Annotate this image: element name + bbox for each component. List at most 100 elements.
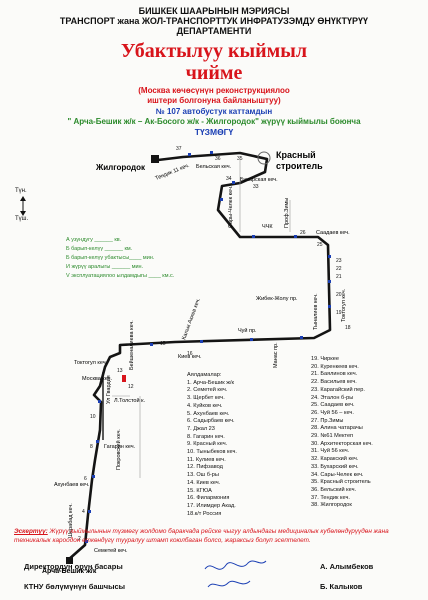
stop-marker bbox=[328, 305, 331, 308]
stop-marker bbox=[300, 336, 303, 339]
zhilgorodok-terminal-icon bbox=[151, 155, 159, 163]
label-zhilgorodok: Жилгородок bbox=[95, 163, 146, 172]
stop-item: 31. Чуй 56 кеч. bbox=[311, 448, 350, 455]
route-line-1: № 107 автобустук каттамдын bbox=[155, 107, 273, 116]
stop-number-label: 10 bbox=[90, 414, 96, 420]
label-krasny-2: строитель bbox=[276, 161, 323, 171]
route-line-2: " Арча-Бешик ж/к – Ак-Босого ж/к - Жилго… bbox=[67, 117, 361, 126]
stop-number-label: 34 bbox=[226, 176, 232, 182]
stop-item: 15. КГЮА bbox=[187, 487, 212, 494]
stop-number-label: 13 bbox=[117, 368, 123, 374]
stop-number-label: 2 bbox=[78, 536, 81, 542]
stop-item: 32. Каракский кеч. bbox=[311, 456, 359, 463]
label-archa-beshik: Арча-Бешик ж/к bbox=[42, 568, 97, 575]
stat-length: А узундугу ______ кв. bbox=[66, 237, 122, 243]
stop-number-label: 15 bbox=[160, 341, 166, 347]
stop-number-label: 22 bbox=[336, 266, 342, 272]
stop-marker bbox=[188, 153, 191, 156]
stop-item: 16. Филармония bbox=[187, 495, 230, 502]
label-kiev: Киев кеч. bbox=[178, 354, 202, 360]
note-text: Жүрүү кыймылынын түзмөгү жолдомо баракча… bbox=[14, 528, 389, 544]
stop-number-label: 35 bbox=[237, 156, 243, 162]
route-line-3: ТҮЗМӨГҮ bbox=[194, 127, 234, 137]
stop-marker bbox=[85, 540, 88, 543]
stop-number-label: 21 bbox=[336, 274, 342, 280]
compass-arrow-icon bbox=[20, 196, 26, 216]
stop-marker bbox=[252, 235, 255, 238]
stop-numbers: 37 36 35 34 33 26 25 23 22 21 20 19 18 1… bbox=[78, 146, 351, 542]
stop-item: 21. Баялинов кеч. bbox=[311, 371, 358, 378]
stop-item: 17. Илимдер Акад. bbox=[187, 502, 236, 509]
stop-number-label: 20 bbox=[336, 292, 342, 298]
stop-marker bbox=[328, 255, 331, 258]
stop-item: 26. Чуй 56 – кеч. bbox=[311, 409, 354, 416]
stops-list-left: Аялдамалар: 1. Арча-Бешик ж/к 2. Семетей… bbox=[187, 372, 237, 518]
label-sherabad: Шерабад кеч. bbox=[68, 503, 74, 538]
stop-item: 1. Арча-Бешик ж/к bbox=[187, 379, 234, 386]
label-sary-chelek: Сары-Челек кеч. bbox=[228, 185, 234, 228]
stat-roundtrip-distance: Б барып-келүү ______ км. bbox=[66, 246, 133, 252]
label-manas: Манас пр. bbox=[273, 342, 279, 368]
stop-number-label: 37 bbox=[176, 146, 182, 152]
stat-operating-speed: V эксплуатациялоо ылдамдыгы ____ км.с. bbox=[66, 273, 175, 279]
stop-marker bbox=[328, 280, 331, 283]
label-bukharskaya: Бухарская кеч. bbox=[240, 177, 278, 183]
stop-item: 11. Кулиев кеч. bbox=[187, 456, 226, 463]
note-block: Эскертүү: Жүрүү кыймылынын түзмөгү жолдо… bbox=[14, 527, 418, 545]
signature-name-2: Б. Калыков bbox=[320, 582, 363, 591]
stop-marker bbox=[150, 343, 153, 346]
stops-title: Аялдамалар: bbox=[187, 372, 222, 378]
stop-item: 36. Бельский кеч. bbox=[311, 486, 357, 493]
note-label: Эскертүү: bbox=[14, 528, 48, 535]
stop-marker bbox=[232, 181, 235, 184]
subtitle-line-2: иштери болгонуна байланыштуу) bbox=[147, 96, 281, 105]
stop-number-label: 25 bbox=[317, 242, 323, 248]
label-moskva: Москва кеч. bbox=[82, 376, 113, 382]
label-beishenalieva: Бейшеналиева кеч. bbox=[128, 320, 135, 370]
stop-number-label: 23 bbox=[336, 258, 342, 264]
stop-item: 33. Бухарский кеч. bbox=[311, 463, 359, 470]
header-line-3: ДЕПАРТАМЕНТИ bbox=[176, 26, 252, 36]
stop-marker bbox=[200, 340, 203, 343]
label-pokrovskaya: Покровский кеч. bbox=[115, 429, 122, 470]
stop-item: 37. Тендик кеч. bbox=[311, 494, 350, 501]
stat-roundtrip-time: Б барып-келүү убактысы____ мин. bbox=[66, 255, 155, 261]
label-chui: Чуй пр. bbox=[238, 327, 257, 334]
route-line bbox=[67, 151, 332, 561]
stat-interval: И жүрүү аралыгы ______ мин. bbox=[66, 264, 144, 270]
label-tendik: Тендик 11 кеч. bbox=[155, 163, 191, 182]
stop-item: 13. Ош б-ры bbox=[187, 472, 219, 479]
compass-north: Түн. bbox=[15, 188, 27, 194]
stop-item: 34. Сары-Челек кеч. bbox=[311, 471, 364, 478]
stop-item: 23. Карагайский пер. bbox=[311, 386, 365, 393]
stop-item: 10. Тыныбеков кеч. bbox=[187, 449, 237, 456]
stop-item: 28. Алина чатарачы bbox=[311, 425, 363, 432]
stop-number-label: 36 bbox=[215, 156, 221, 162]
stop-item: 27. Пр.Зимы bbox=[311, 417, 344, 424]
stop-item: 4. Куйков кеч. bbox=[187, 402, 223, 409]
stop-marker bbox=[98, 400, 101, 403]
archa-beshik-terminal-icon bbox=[66, 557, 73, 564]
label-toktogul-east: Токтогул кеч. bbox=[341, 288, 347, 322]
stop-item: 12. Пифзавод bbox=[187, 464, 223, 471]
stop-number-label: 4 bbox=[82, 509, 85, 515]
label-gagarin: Гагарин кеч. bbox=[104, 444, 136, 450]
label-tolstoy: Л.Толстой к. bbox=[114, 397, 145, 404]
label-semetei: Семетей кеч. bbox=[94, 547, 128, 554]
stop-item: 29. №61 Мектеп bbox=[311, 433, 354, 440]
stop-marker bbox=[210, 151, 213, 154]
stop-number-label: 16 bbox=[187, 351, 193, 357]
stop-item: 19. Чиркее bbox=[311, 356, 340, 362]
stop-item: 9. Красный кеч. bbox=[187, 441, 228, 448]
stop-item: 7. Джал 23 bbox=[187, 425, 215, 432]
stop-number-label: 33 bbox=[253, 184, 259, 190]
stop-number-label: 6 bbox=[84, 476, 87, 482]
header-line-1: БИШКЕК ШААРЫНЫН МЭРИЯСЫ bbox=[138, 6, 290, 16]
stop-number-label: 12 bbox=[128, 384, 134, 390]
stop-marker bbox=[220, 198, 223, 201]
label-zhibek-zholu: Жибек-Жолу пр. bbox=[256, 296, 298, 302]
moskva-marker-icon bbox=[122, 375, 126, 382]
stop-item: 30. Архитекторская кеч. bbox=[311, 440, 373, 447]
label-chchk: ЧЧК bbox=[262, 224, 273, 230]
